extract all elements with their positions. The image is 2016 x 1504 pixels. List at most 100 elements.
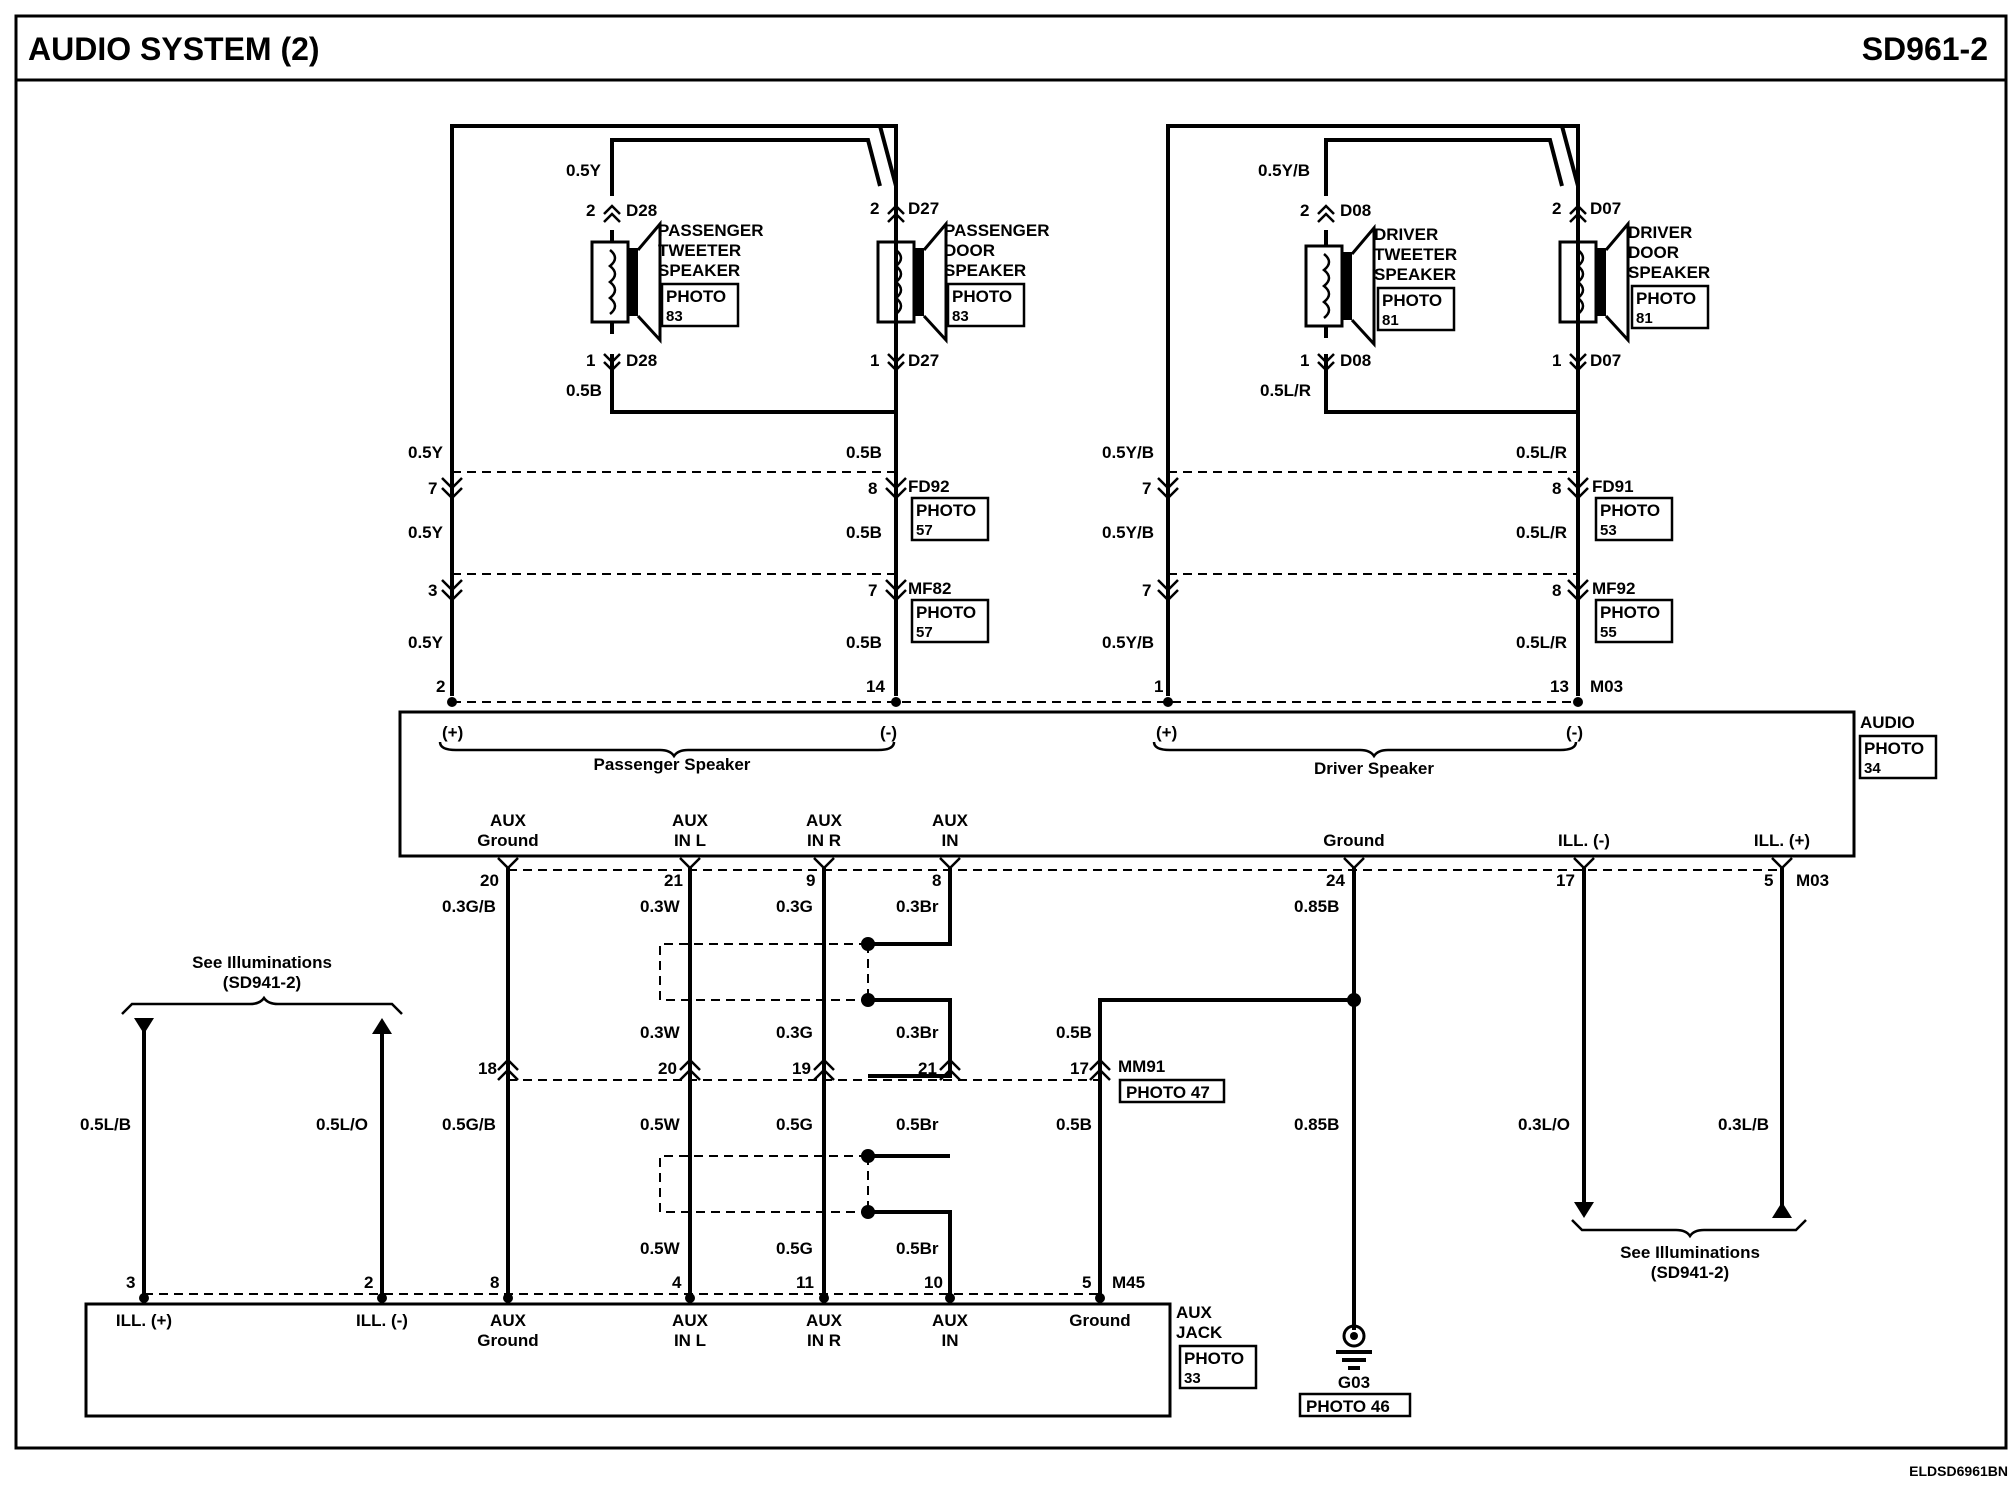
see-illuminations-left: See Illuminations bbox=[192, 953, 332, 972]
connector-m45: M45 bbox=[1112, 1273, 1145, 1292]
photo-box bbox=[1630, 284, 1710, 330]
wire-label: 0.5Y/B bbox=[1102, 633, 1154, 652]
wire-label: 0.5B bbox=[846, 633, 882, 652]
pin-label: 2 bbox=[586, 201, 595, 220]
photo-box bbox=[1858, 734, 1938, 780]
pin-label: 8 bbox=[868, 479, 877, 498]
pin-name: AUX bbox=[490, 811, 527, 830]
audio-unit: AUDIO PHOTO 34 (+) (-) (+) (-) Passenger… bbox=[398, 697, 1938, 890]
photo-number: 83 bbox=[952, 308, 969, 325]
pin-label: 7 bbox=[868, 581, 877, 600]
wire-label: 0.3L/O bbox=[1518, 1115, 1570, 1134]
wire-label: 0.3Br bbox=[896, 1023, 939, 1042]
driver-tweeter-top-wire bbox=[1324, 138, 1564, 196]
passenger-door-name-1: PASSENGER bbox=[944, 221, 1050, 240]
pin-label: 5 bbox=[1082, 1273, 1091, 1292]
pin-name: ILL. (-) bbox=[356, 1311, 408, 1330]
pin-label: 2 bbox=[870, 199, 879, 218]
passenger-circuit: PASSENGER TWEETER SPEAKER PHOTO 83 PASSE… bbox=[408, 124, 1050, 696]
photo-box bbox=[1594, 496, 1674, 542]
connector-d27-bottom: D27 bbox=[908, 351, 939, 370]
photo-box bbox=[1594, 598, 1674, 644]
pin-label: 2 bbox=[436, 677, 445, 696]
aux-jack: 3 2 8 4 11 10 5 M45 ILL. (+) ILL. (-) AU… bbox=[84, 1273, 1258, 1418]
up-arrow-icon bbox=[1772, 1202, 1792, 1218]
photo-box bbox=[1298, 1392, 1412, 1418]
wire-label: 0.3W bbox=[640, 1023, 681, 1042]
illumination-brace-left bbox=[121, 995, 403, 1015]
pin-label: 9 bbox=[806, 871, 815, 890]
pin-name: (+) bbox=[442, 723, 463, 742]
pin-label: 20 bbox=[658, 1059, 677, 1078]
pin-name: (+) bbox=[1156, 723, 1177, 742]
sd941-ref-left: (SD941-2) bbox=[223, 973, 301, 992]
driver-circuit: DRIVER TWEETER SPEAKER PHOTO 81 DRIVER D… bbox=[1102, 124, 1710, 696]
wire-label: 0.5G/B bbox=[442, 1115, 496, 1134]
connector-m03-top: M03 bbox=[1590, 677, 1623, 696]
pin-name: ILL. (-) bbox=[1558, 831, 1610, 850]
pin-label: 14 bbox=[866, 677, 885, 696]
pin-name: IN R bbox=[807, 831, 841, 850]
wire-label: 0.5Y/B bbox=[1102, 523, 1154, 542]
photo-label: PHOTO bbox=[1600, 603, 1660, 622]
pin-label: 8 bbox=[1552, 479, 1561, 498]
pin-label: 8 bbox=[1552, 581, 1561, 600]
wire-label: 0.5W bbox=[640, 1115, 681, 1134]
pin-name: IN L bbox=[674, 831, 706, 850]
wire-label: 0.85B bbox=[1294, 1115, 1339, 1134]
ground-g03 bbox=[1336, 1324, 1372, 1370]
header: AUDIO SYSTEM (2) SD961-2 bbox=[14, 14, 2008, 1450]
wire-label: 0.5B bbox=[566, 381, 602, 400]
page-code: SD961-2 bbox=[1862, 31, 1988, 67]
passenger-door-name-3: SPEAKER bbox=[944, 261, 1026, 280]
wire-label: 0.5Y bbox=[408, 523, 444, 542]
photo-number: 83 bbox=[666, 308, 683, 325]
pin-label: 1 bbox=[1300, 351, 1309, 370]
passenger-door-name-2: DOOR bbox=[944, 241, 995, 260]
pin-name: AUX bbox=[806, 811, 843, 830]
photo-label: PHOTO bbox=[916, 501, 976, 520]
pin-label: 17 bbox=[1556, 871, 1575, 890]
driver-tweeter-name-3: SPEAKER bbox=[1374, 265, 1456, 284]
photo-label: PHOTO bbox=[666, 287, 726, 306]
pin-label: 5 bbox=[1764, 871, 1773, 890]
photo-box bbox=[660, 282, 740, 328]
photo-box bbox=[910, 496, 990, 542]
pin-name: Ground bbox=[1323, 831, 1384, 850]
footer-code: ELDSD6961BN bbox=[1909, 1463, 2008, 1479]
pin-name: AUX bbox=[672, 1311, 709, 1330]
pin-name: AUX bbox=[932, 811, 969, 830]
passenger-tweeter-name-3: SPEAKER bbox=[658, 261, 740, 280]
pin-name: AUX bbox=[932, 1311, 969, 1330]
pin-label: 11 bbox=[796, 1273, 814, 1292]
down-arrow-icon bbox=[134, 1018, 154, 1034]
wire-label: 0.5B bbox=[846, 443, 882, 462]
photo-number: 33 bbox=[1184, 1370, 1201, 1387]
connector-fd92: FD92 bbox=[908, 477, 950, 496]
pin-label: 13 bbox=[1550, 677, 1569, 696]
pin-label: 2 bbox=[1552, 199, 1561, 218]
wire-label: 0.5Y bbox=[408, 443, 444, 462]
passenger-tweeter-bottom-wire bbox=[610, 354, 896, 414]
connector-g03: G03 bbox=[1338, 1373, 1370, 1392]
wire-label: 0.5B bbox=[1056, 1115, 1092, 1134]
wire-label: 0.5L/B bbox=[80, 1115, 131, 1134]
photo-box bbox=[1376, 286, 1456, 332]
photo-number: 57 bbox=[916, 522, 933, 539]
pin-name: IN bbox=[942, 1331, 959, 1350]
wire-label: 0.5Y bbox=[566, 161, 602, 180]
illumination-brace-right bbox=[1571, 1219, 1807, 1239]
pin-label: 3 bbox=[428, 581, 437, 600]
driver-door-name-2: DOOR bbox=[1628, 243, 1679, 262]
pin-label: 21 bbox=[664, 871, 683, 890]
see-illuminations-right: See Illuminations bbox=[1620, 1243, 1760, 1262]
pin-label: 1 bbox=[1154, 677, 1163, 696]
photo-number: 53 bbox=[1600, 522, 1617, 539]
pin-name: ILL. (+) bbox=[116, 1311, 172, 1330]
pin-label: 3 bbox=[126, 1273, 135, 1292]
connector-mm91: MM91 bbox=[1118, 1057, 1165, 1076]
wire-label: 0.5L/O bbox=[316, 1115, 368, 1134]
connector-d28-bottom: D28 bbox=[626, 351, 657, 370]
pin-name: Ground bbox=[1069, 1311, 1130, 1330]
passenger-tweeter-name-1: PASSENGER bbox=[658, 221, 764, 240]
